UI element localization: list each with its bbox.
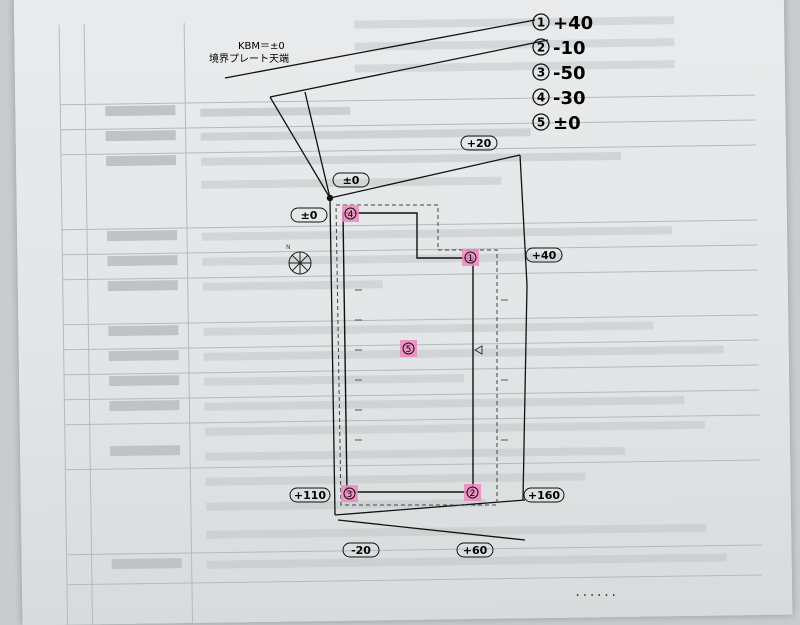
trailing-dots: ...... bbox=[574, 585, 617, 599]
legend-circle-3 bbox=[532, 63, 550, 81]
east-boundary-lower bbox=[522, 284, 528, 501]
point-marker-4-text: 4 bbox=[348, 210, 354, 220]
south-road-line bbox=[337, 519, 526, 541]
point-marker-1-text: 1 bbox=[468, 254, 474, 264]
elev-top-left-lower: ±0 bbox=[290, 207, 328, 223]
elev-right-bottom-text: +160 bbox=[528, 489, 561, 502]
legend-item-4: 4 -30 bbox=[532, 88, 586, 109]
legend-circle-1 bbox=[532, 13, 550, 31]
svg-text:N: N bbox=[286, 244, 291, 251]
elev-right-bottom: +160 bbox=[523, 487, 565, 503]
point-marker-3-text: 3 bbox=[347, 490, 353, 500]
elev-top-mid: +20 bbox=[460, 135, 498, 151]
kbm-sublabel: 境界プレート天端 bbox=[209, 52, 289, 65]
legend-item-2: 2 -10 bbox=[532, 38, 586, 59]
legend-num-3: 3 bbox=[537, 66, 545, 80]
legend-value-3: -50 bbox=[553, 63, 586, 84]
road-line-lower bbox=[269, 39, 549, 98]
south-boundary-line bbox=[334, 499, 526, 516]
legend-item-1: 1 +40 bbox=[532, 13, 593, 34]
legend-value-5: ±0 bbox=[553, 113, 581, 134]
legend-value-4: -30 bbox=[553, 88, 586, 109]
north-compass-icon: N bbox=[286, 244, 312, 275]
point-marker-3: 3 bbox=[341, 485, 358, 502]
triangle-marker-icon bbox=[473, 345, 483, 355]
elev-top-mid-text: +20 bbox=[467, 137, 492, 150]
elev-left-bottom: +110 bbox=[289, 487, 331, 503]
point-marker-5: 5 bbox=[400, 340, 417, 357]
elevation-legend: 1 +40 2 -10 3 -50 4 -30 5 ±0 bbox=[532, 13, 593, 134]
road-line-upper bbox=[224, 19, 536, 79]
legend-num-2: 2 bbox=[537, 41, 545, 55]
legend-circle-4 bbox=[532, 88, 550, 106]
point-markers: 4 1 5 3 2 bbox=[341, 205, 481, 502]
elev-bottom-mid: +60 bbox=[456, 542, 494, 558]
elev-bottom-mid-text: +60 bbox=[463, 544, 488, 557]
elevation-labels: ±0 ±0 +20 +40 +110 +160 -20 +60 bbox=[289, 135, 565, 558]
point-marker-2-text: 2 bbox=[470, 489, 476, 499]
east-boundary-upper bbox=[519, 154, 528, 286]
point-marker-5-text: 5 bbox=[406, 345, 412, 355]
elev-top-left-lower-text: ±0 bbox=[301, 209, 318, 222]
legend-item-5: 5 ±0 bbox=[532, 113, 581, 134]
dashed-outline bbox=[335, 204, 498, 506]
elev-bottom-left: -20 bbox=[342, 542, 380, 558]
elev-right-mid-text: +40 bbox=[532, 249, 557, 262]
site-plan-drawing: N 1 +40 2 -10 3 -50 4 -30 5 ±0 KBM＝± bbox=[209, 13, 617, 599]
legend-circle-5 bbox=[532, 113, 550, 131]
legend-num-5: 5 bbox=[537, 116, 545, 130]
kbm-point-marker bbox=[326, 194, 334, 202]
background-form-grid bbox=[58, 16, 762, 625]
point-marker-4: 4 bbox=[342, 205, 359, 222]
west-boundary-line bbox=[329, 197, 336, 516]
north-boundary-line bbox=[329, 154, 521, 199]
kbm-label: KBM＝±0 bbox=[238, 41, 285, 52]
legend-value-2: -10 bbox=[553, 38, 586, 59]
elev-bottom-left-text: -20 bbox=[351, 544, 371, 557]
legend-num-1: 1 bbox=[537, 16, 545, 30]
document-sheet bbox=[13, 0, 793, 625]
elev-left-bottom-text: +110 bbox=[294, 489, 327, 502]
elev-top-left-upper: ±0 bbox=[332, 172, 370, 188]
elev-right-mid: +40 bbox=[525, 247, 563, 263]
legend-circle-2 bbox=[532, 38, 550, 56]
west-ticks bbox=[355, 289, 508, 441]
point-marker-2: 2 bbox=[464, 484, 481, 501]
legend-num-4: 4 bbox=[537, 91, 545, 105]
legend-item-3: 3 -50 bbox=[532, 63, 586, 84]
point-marker-1: 1 bbox=[462, 249, 479, 266]
elev-top-left-upper-text: ±0 bbox=[343, 174, 360, 187]
side-road-line-a bbox=[269, 96, 331, 199]
side-road-line-b bbox=[304, 91, 331, 199]
legend-value-1: +40 bbox=[553, 13, 593, 34]
